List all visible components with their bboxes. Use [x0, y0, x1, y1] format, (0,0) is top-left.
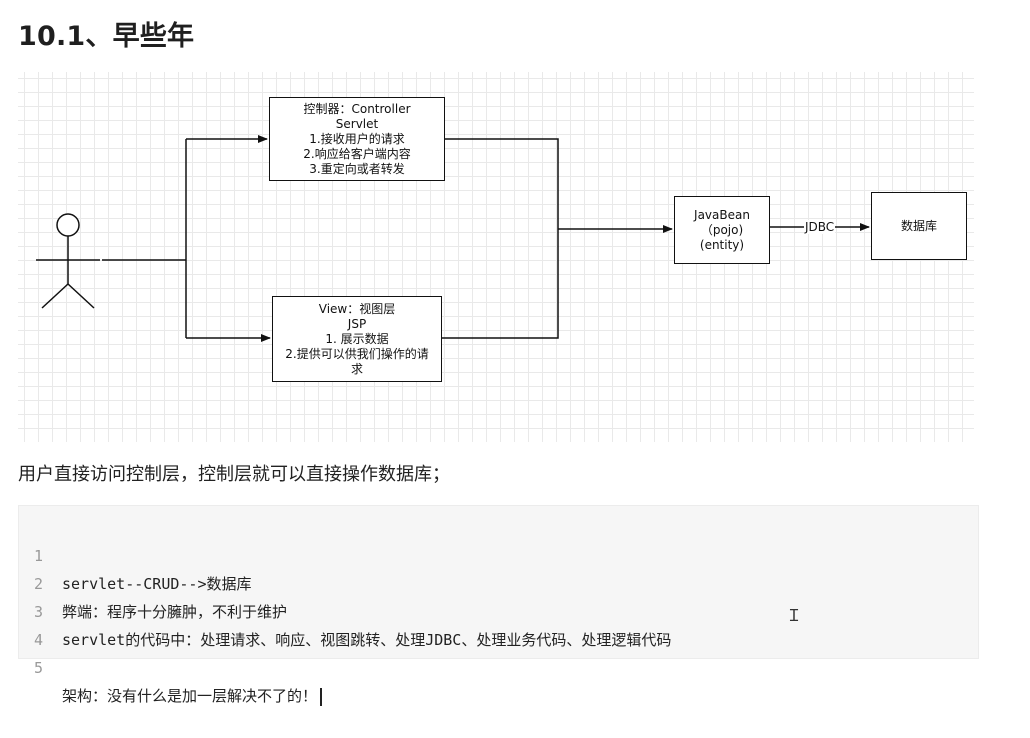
code-line: 1 servlet--CRUD-->数据库	[19, 514, 978, 593]
jdbc-label: JDBC	[804, 220, 836, 234]
view-box: View：视图层 JSP 1. 展示数据 2.提供可以供我们操作的请 求	[272, 296, 442, 382]
code-text-content: 架构：没有什么是加一层解决不了的！	[62, 687, 318, 705]
controller-line: 2.响应给客户端内容	[303, 146, 411, 161]
controller-line: 控制器：Controller	[303, 101, 411, 116]
stick-figure-user-icon	[36, 213, 100, 309]
line-number: 4	[33, 631, 43, 649]
code-line: 4	[19, 598, 978, 649]
controller-to-javabean-connector	[444, 138, 559, 229]
controller-line: Servlet	[335, 116, 379, 131]
line-number: 3	[33, 603, 43, 621]
view-line: 1. 展示数据	[325, 331, 389, 346]
javabean-line: JavaBean	[694, 207, 750, 222]
code-text: 架构：没有什么是加一层解决不了的！	[62, 682, 322, 710]
code-block[interactable]: 1 servlet--CRUD-->数据库 2 弊端：程序十分臃肿，不利于维护 …	[18, 505, 979, 706]
description-paragraph: 用户直接访问控制层，控制层就可以直接操作数据库；	[18, 464, 450, 485]
code-line: 2 弊端：程序十分臃肿，不利于维护	[19, 542, 978, 621]
javabean-line: (entity)	[699, 237, 745, 252]
javabean-line: （pojo)	[700, 222, 744, 237]
controller-box: 控制器：Controller Servlet 1.接收用户的请求 2.响应给客户…	[269, 97, 445, 181]
database-box: 数据库	[871, 192, 967, 260]
view-line: 2.提供可以供我们操作的请	[285, 346, 429, 361]
architecture-diagram: 控制器：Controller Servlet 1.接收用户的请求 2.响应给客户…	[18, 72, 974, 442]
code-text: 弊端：程序十分臃肿，不利于维护	[62, 603, 288, 621]
view-to-javabean-connector	[441, 229, 559, 339]
line-number: 1	[33, 547, 43, 565]
section-heading: 10.1、早些年	[18, 21, 195, 52]
text-caret	[320, 687, 322, 706]
code-line: 5 架构：没有什么是加一层解决不了的！	[19, 626, 978, 706]
text-cursor-icon: Ｉ	[786, 606, 803, 625]
code-text: servlet的代码中：处理请求、响应、视图跳转、处理JDBC、处理业务代码、处…	[62, 631, 672, 649]
code-text: servlet--CRUD-->数据库	[62, 575, 252, 593]
code-line: 3 servlet的代码中：处理请求、响应、视图跳转、处理JDBC、处理业务代码…	[19, 570, 978, 649]
diagram-connectors	[36, 135, 870, 342]
database-label: 数据库	[900, 218, 937, 233]
line-number: 5	[33, 659, 43, 677]
controller-line: 1.接收用户的请求	[309, 131, 405, 146]
view-line: JSP	[347, 316, 367, 331]
controller-line: 3.重定向或者转发	[309, 161, 405, 176]
view-line: 求	[350, 361, 363, 376]
javabean-box: JavaBean （pojo) (entity)	[674, 196, 770, 264]
view-line: View：视图层	[318, 301, 396, 316]
line-number: 2	[33, 575, 43, 593]
